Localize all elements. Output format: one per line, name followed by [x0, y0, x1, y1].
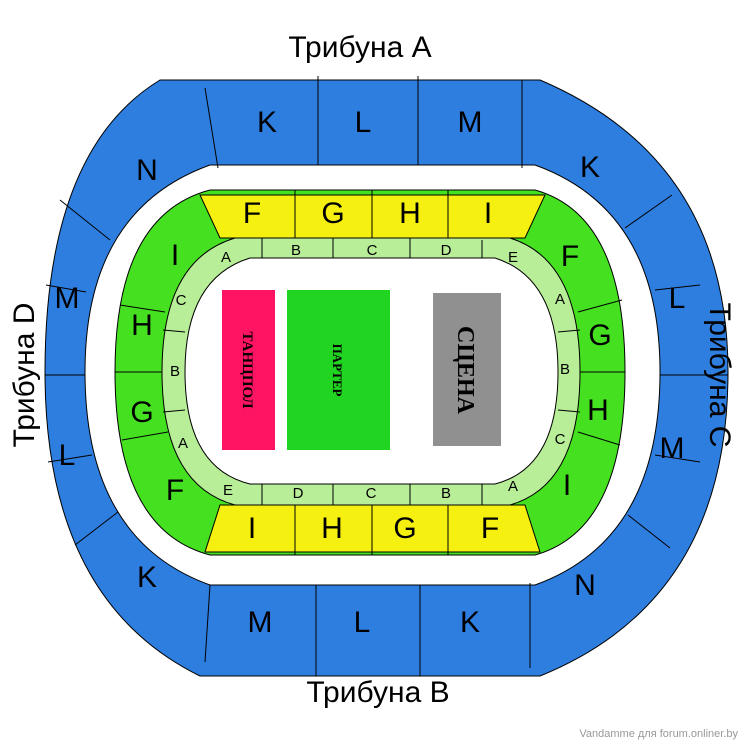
outer-sector-bottom-2[interactable]: L	[354, 606, 371, 639]
outer-sector-bottom-1[interactable]: M	[248, 606, 273, 639]
parterre-label: ПАРТЕР	[330, 344, 345, 397]
upper-sector-top-2[interactable]: G	[321, 197, 344, 230]
outer-sector-right-1[interactable]: K	[580, 151, 600, 184]
outer-sector-bottom-3[interactable]: K	[460, 606, 480, 639]
inner-sector-bottom-5[interactable]: A	[508, 478, 518, 495]
dance-floor-label: ТАНЦПОЛ	[239, 331, 255, 408]
upper-sector-labels: F G H I I H G F I H G F F G H I	[130, 197, 611, 545]
outer-sector-left-4[interactable]: K	[137, 561, 157, 594]
inner-sector-left-1[interactable]: C	[176, 292, 187, 309]
outer-sector-left-3[interactable]: L	[59, 439, 76, 472]
upper-sector-left-2[interactable]: H	[131, 309, 153, 342]
dance-floor-zone[interactable]	[222, 290, 275, 450]
stage-zone	[433, 293, 501, 446]
inner-sector-top-5[interactable]: E	[508, 249, 518, 266]
upper-sector-bottom-4[interactable]: F	[481, 512, 499, 545]
upper-sector-bottom-3[interactable]: G	[393, 512, 416, 545]
inner-sector-bottom-1[interactable]: E	[223, 482, 233, 499]
image-credit: Vandamme для forum.onliner.by	[579, 728, 738, 740]
inner-sector-top-4[interactable]: D	[441, 242, 452, 259]
outer-sector-labels: K L M M L K N M L K K L M N	[55, 106, 686, 639]
tribune-c-label: Трибуна C	[703, 303, 736, 448]
outer-sector-right-2[interactable]: L	[669, 282, 686, 315]
inner-sector-bottom-4[interactable]: B	[441, 485, 451, 502]
outer-sector-right-3[interactable]: M	[660, 432, 685, 465]
inner-sector-left-3[interactable]: A	[178, 435, 188, 452]
stage-label: СЦЕНА	[452, 326, 478, 415]
upper-sector-left-1[interactable]: I	[171, 239, 179, 272]
outer-sector-top-2[interactable]: L	[355, 106, 372, 139]
tribune-d-label: Трибуна D	[8, 303, 41, 448]
inner-sector-top-3[interactable]: C	[367, 242, 378, 259]
inner-sector-bottom-3[interactable]: C	[366, 485, 377, 502]
inner-sector-left-2[interactable]: B	[170, 363, 180, 380]
upper-sector-left-3[interactable]: G	[130, 396, 153, 429]
upper-sector-top-3[interactable]: H	[399, 197, 421, 230]
outer-sector-top-1[interactable]: K	[257, 106, 277, 139]
upper-sector-top-1[interactable]: F	[243, 197, 261, 230]
inner-sector-labels: A B C D E E D C B A C B A A B C	[170, 242, 570, 502]
inner-sector-top-2[interactable]: B	[291, 242, 301, 259]
upper-sector-right-2[interactable]: G	[588, 319, 611, 352]
outer-sector-left-1[interactable]: N	[136, 154, 158, 187]
inner-sector-right-2[interactable]: B	[560, 361, 570, 378]
upper-sector-right-1[interactable]: F	[561, 240, 579, 273]
upper-sector-bottom-2[interactable]: H	[321, 512, 343, 545]
upper-sector-bottom-1[interactable]: I	[248, 512, 256, 545]
upper-sector-top-4[interactable]: I	[484, 197, 492, 230]
tribune-b-label: Трибуна B	[306, 676, 449, 709]
upper-sector-right-4[interactable]: I	[563, 469, 571, 502]
upper-sector-left-4[interactable]: F	[166, 474, 184, 507]
upper-sector-right-3[interactable]: H	[587, 394, 609, 427]
outer-sector-right-4[interactable]: N	[574, 569, 596, 602]
outer-sector-top-3[interactable]: M	[458, 106, 483, 139]
parterre-zone[interactable]	[287, 290, 390, 450]
inner-sector-right-3[interactable]: C	[555, 431, 566, 448]
inner-sector-right-1[interactable]: A	[555, 291, 565, 308]
inner-sector-top-1[interactable]: A	[221, 249, 231, 266]
tribune-a-label: Трибуна A	[288, 31, 431, 64]
outer-sector-left-2[interactable]: M	[55, 282, 80, 315]
inner-sector-bottom-2[interactable]: D	[293, 485, 304, 502]
